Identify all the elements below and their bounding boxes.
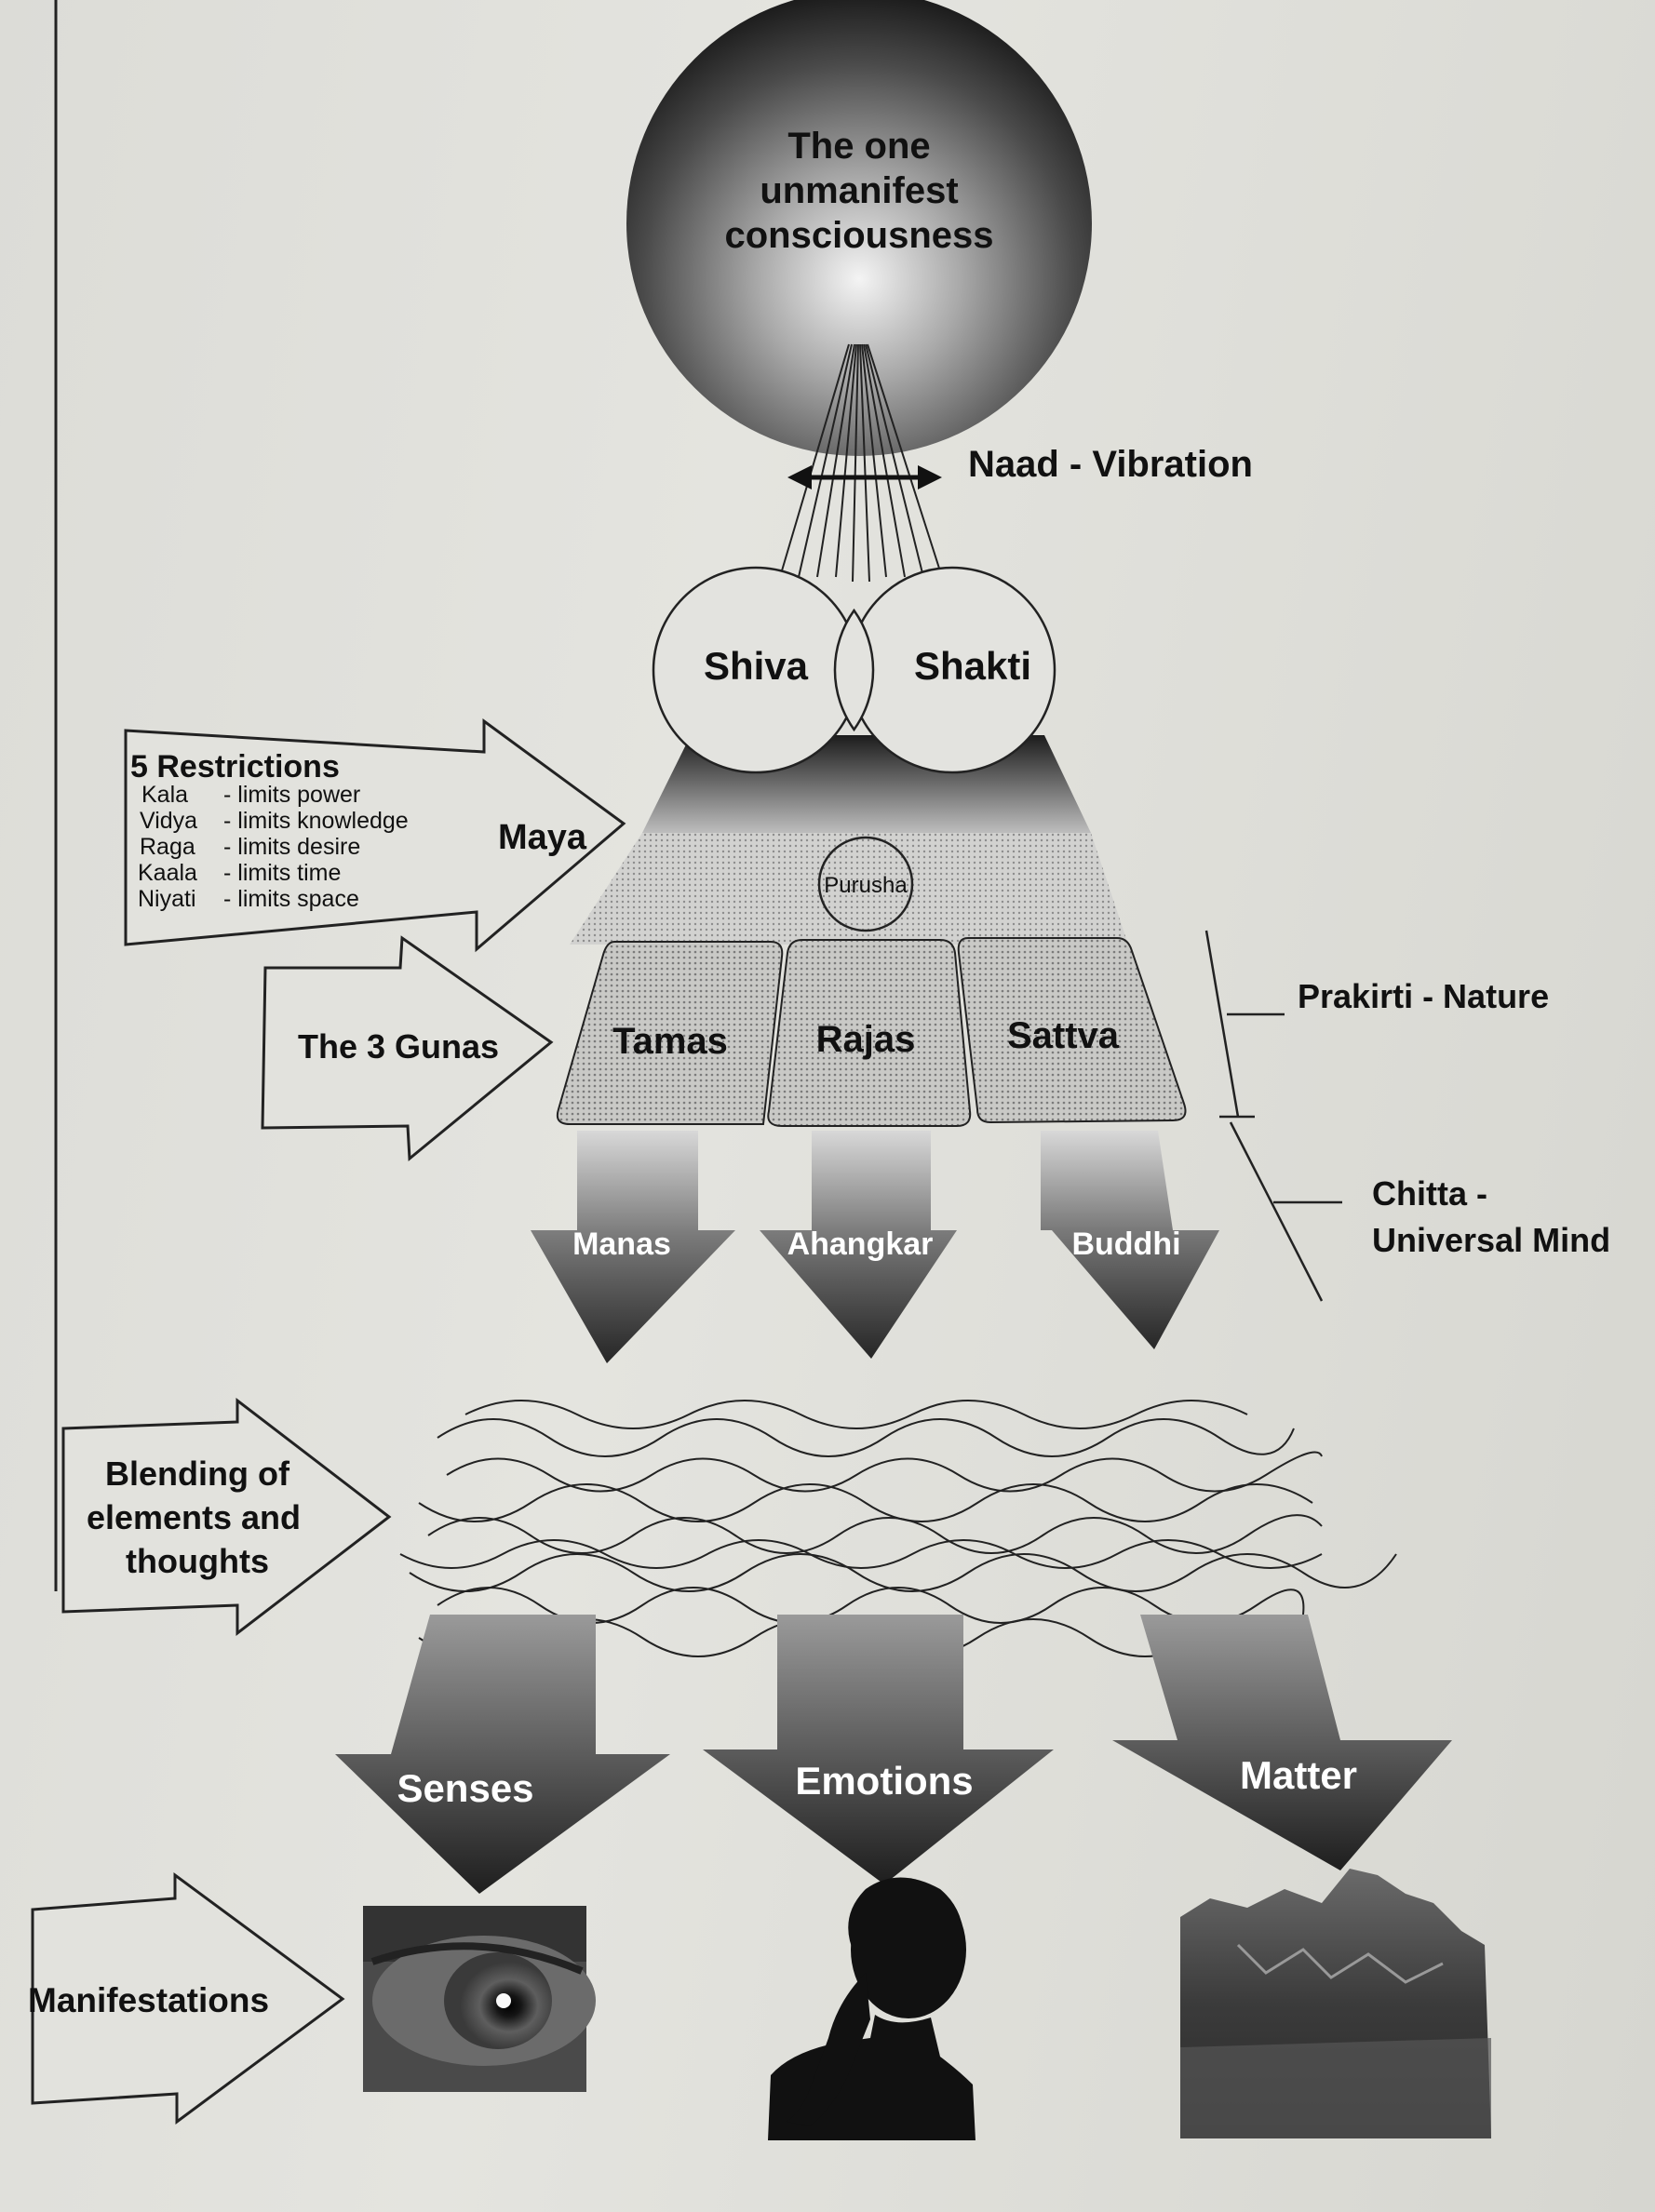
chitta-label-line2: Universal Mind	[1372, 1221, 1610, 1259]
shiva-shakti-circles: Shiva Shakti	[652, 566, 1056, 774]
chitta-bracket	[1219, 1115, 1342, 1302]
rajas-label: Rajas	[816, 1019, 916, 1060]
matter-label: Matter	[1240, 1753, 1357, 1797]
chitta-label-line1: Chitta -	[1372, 1174, 1487, 1213]
restriction-desc-kaala: - limits time	[223, 860, 341, 886]
buddhi-label: Buddhi	[1071, 1227, 1180, 1262]
senses-arrow: Senses	[335, 1615, 670, 1894]
sattva-label: Sattva	[1007, 1015, 1120, 1056]
gunas-blocks: Tamas Rajas Sattva	[556, 937, 1187, 1127]
emotions-arrow: Emotions	[703, 1615, 1054, 1884]
blending-label-line3: thoughts	[126, 1542, 269, 1580]
unmanifest-consciousness-sphere: The one unmanifest consciousness	[626, 0, 1092, 456]
prakirti-label: Prakirti - Nature	[1298, 977, 1549, 1015]
sattva-block	[957, 937, 1187, 1124]
purusha-label: Purusha	[824, 873, 908, 898]
emotions-label: Emotions	[795, 1759, 973, 1803]
naad-label: Naad - Vibration	[968, 444, 1253, 485]
restrictions-list: Kala - limits power Vidya - limits knowl…	[138, 782, 409, 912]
restriction-desc-vidya: - limits knowledge	[223, 808, 409, 834]
manifestations-arrow	[31, 1872, 345, 2125]
tamas-block	[556, 941, 784, 1125]
restriction-desc-niyati: - limits space	[223, 886, 359, 912]
ahangkar-arrow: Ahangkar	[760, 1131, 957, 1359]
shiva-label: Shiva	[704, 644, 809, 688]
gunas-arrow	[261, 935, 554, 1162]
manas-arrow: Manas	[531, 1131, 735, 1363]
manifestations-label: Manifestations	[28, 1981, 269, 2019]
restriction-name-raga: Raga	[140, 834, 195, 860]
restriction-desc-raga: - limits desire	[223, 834, 360, 860]
thinking-person-silhouette	[768, 1877, 976, 2140]
matter-arrow: Matter	[1112, 1615, 1452, 1870]
tamas-label: Tamas	[612, 1021, 728, 1062]
restriction-name-kaala: Kaala	[138, 860, 197, 886]
blending-arrow	[61, 1397, 392, 1637]
rajas-block	[767, 939, 972, 1127]
restriction-name-niyati: Niyati	[138, 886, 196, 912]
eye-photo	[363, 1906, 596, 2092]
sphere-title-line1: The one	[787, 126, 930, 167]
blending-label-line2: elements and	[87, 1498, 301, 1536]
sphere-title-line3: consciousness	[724, 215, 993, 256]
manas-label: Manas	[572, 1227, 671, 1262]
restrictions-title: 5 Restrictions	[130, 749, 340, 784]
vibration-rays	[779, 343, 943, 583]
naad-double-arrow	[787, 465, 942, 489]
restriction-name-vidya: Vidya	[140, 808, 197, 834]
blending-label-line1: Blending of	[105, 1455, 290, 1493]
maya-label: Maya	[498, 818, 587, 857]
buddhi-arrow: Buddhi	[1041, 1131, 1219, 1349]
restriction-desc-kala: - limits power	[223, 782, 360, 808]
purusha-field	[570, 833, 1128, 945]
restrictions-arrow	[124, 718, 626, 953]
restriction-name-kala: Kala	[141, 782, 188, 808]
ahangkar-label: Ahangkar	[787, 1227, 934, 1262]
mountain-photo	[1180, 1869, 1491, 2138]
prakirti-bracket	[1204, 930, 1285, 1118]
sphere-title-line2: unmanifest	[760, 170, 958, 211]
shakti-label: Shakti	[914, 644, 1031, 688]
gunas-arrow-label: The 3 Gunas	[298, 1027, 499, 1066]
purusha-circle: Purusha	[817, 836, 914, 932]
senses-label: Senses	[397, 1766, 533, 1810]
